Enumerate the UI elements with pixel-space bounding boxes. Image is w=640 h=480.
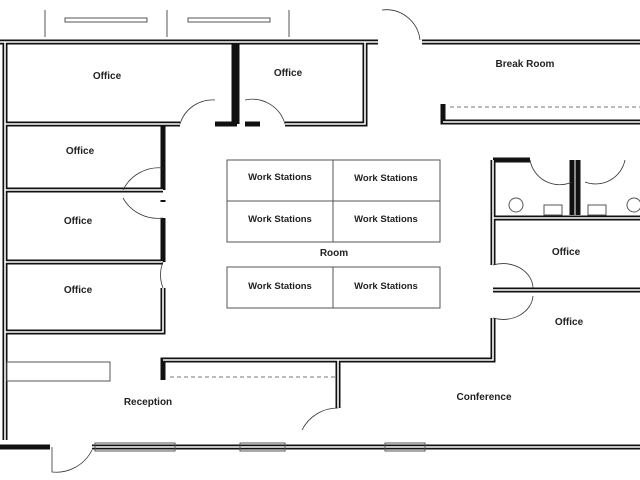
label-office-right-1: Office xyxy=(552,247,581,258)
label-office-top-left: Office xyxy=(93,71,122,82)
work-station-labels: Work Stations Work Stations Work Station… xyxy=(248,172,418,292)
label-room: Room xyxy=(320,248,348,259)
label-office-left-1: Office xyxy=(66,146,95,157)
label-break-room: Break Room xyxy=(496,59,555,70)
label-office-left-3: Office xyxy=(64,285,93,296)
label-office-left-2: Office xyxy=(64,216,93,227)
label-work-stations: Work Stations xyxy=(248,281,312,292)
label-work-stations: Work Stations xyxy=(354,214,418,225)
walls xyxy=(0,39,640,450)
label-work-stations: Work Stations xyxy=(354,281,418,292)
label-conference: Conference xyxy=(456,392,511,403)
label-office-top-middle: Office xyxy=(274,68,303,79)
label-work-stations: Work Stations xyxy=(248,214,312,225)
doors xyxy=(51,9,626,473)
room-labels: Office Office Break Room Office Office O… xyxy=(64,59,584,408)
restroom-fixtures xyxy=(508,197,640,216)
work-stations-grid xyxy=(226,159,441,309)
label-office-right-2: Office xyxy=(555,317,584,328)
windows xyxy=(6,10,640,452)
label-work-stations: Work Stations xyxy=(248,172,312,183)
label-reception: Reception xyxy=(124,397,172,408)
label-work-stations: Work Stations xyxy=(354,173,418,184)
